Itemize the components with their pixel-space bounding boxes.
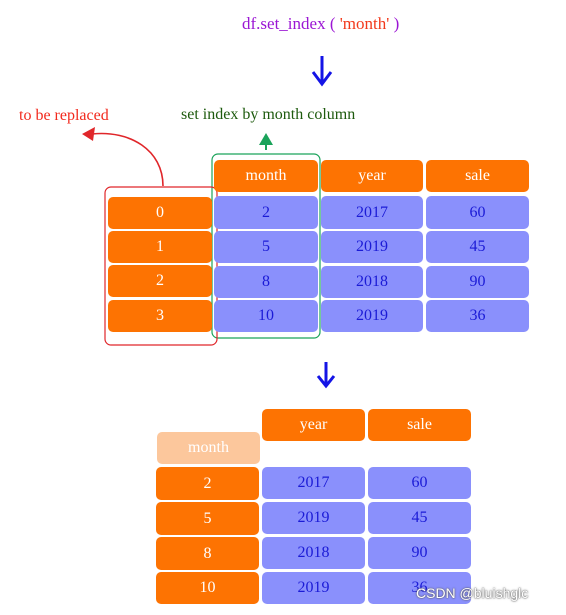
before-cell: 2019 [321,231,423,263]
before-header-year: year [321,160,423,192]
after-index-2: 8 [156,537,259,570]
after-index-3: 10 [156,572,259,604]
after-cell: 2019 [262,572,365,604]
after-cell: 2017 [262,467,365,499]
after-cell: 36 [368,572,471,604]
code-title: df.set_index ( 'month' ) [242,14,399,34]
after-header-year: year [262,409,365,441]
title-arg: 'month' [339,14,390,33]
down-arrow-middle-icon [316,362,336,389]
after-index-1: 5 [156,502,259,535]
after-header-sale: sale [368,409,471,441]
before-cell: 60 [426,196,529,229]
before-index-1: 1 [108,231,212,263]
down-arrow-top-icon [311,56,333,87]
up-arrow-green-icon [259,133,273,150]
before-cell: 2 [214,196,318,229]
before-header-month: month [214,160,318,192]
before-header-sale: sale [426,160,529,192]
curved-arrow-red-icon [82,127,164,187]
watermark: CSDN @bluishglc [416,585,529,601]
before-cell: 10 [214,300,318,332]
before-cell: 5 [214,231,318,263]
before-cell: 2018 [321,266,423,298]
before-index-3: 3 [108,300,212,332]
before-index-0: 0 [108,197,212,229]
before-cell: 36 [426,300,529,332]
after-cell: 2018 [262,537,365,569]
after-cell: 90 [368,537,471,569]
after-cell: 2019 [262,502,365,534]
to-be-replaced-label: to be replaced [19,107,109,124]
title-close: ) [389,14,400,33]
after-cell: 45 [368,502,471,534]
after-index-0: 2 [156,467,259,500]
title-code: df.set_index ( [242,14,340,33]
set-index-label: set index by month column [181,106,356,123]
before-cell: 45 [426,231,529,263]
after-index-name: month [157,432,260,464]
after-cell: 60 [368,467,471,499]
month-column-highlight [211,153,321,339]
before-cell: 2017 [321,196,423,229]
before-index-2: 2 [108,265,212,297]
before-cell: 8 [214,266,318,298]
before-cell: 90 [426,266,529,298]
before-cell: 2019 [321,300,423,332]
